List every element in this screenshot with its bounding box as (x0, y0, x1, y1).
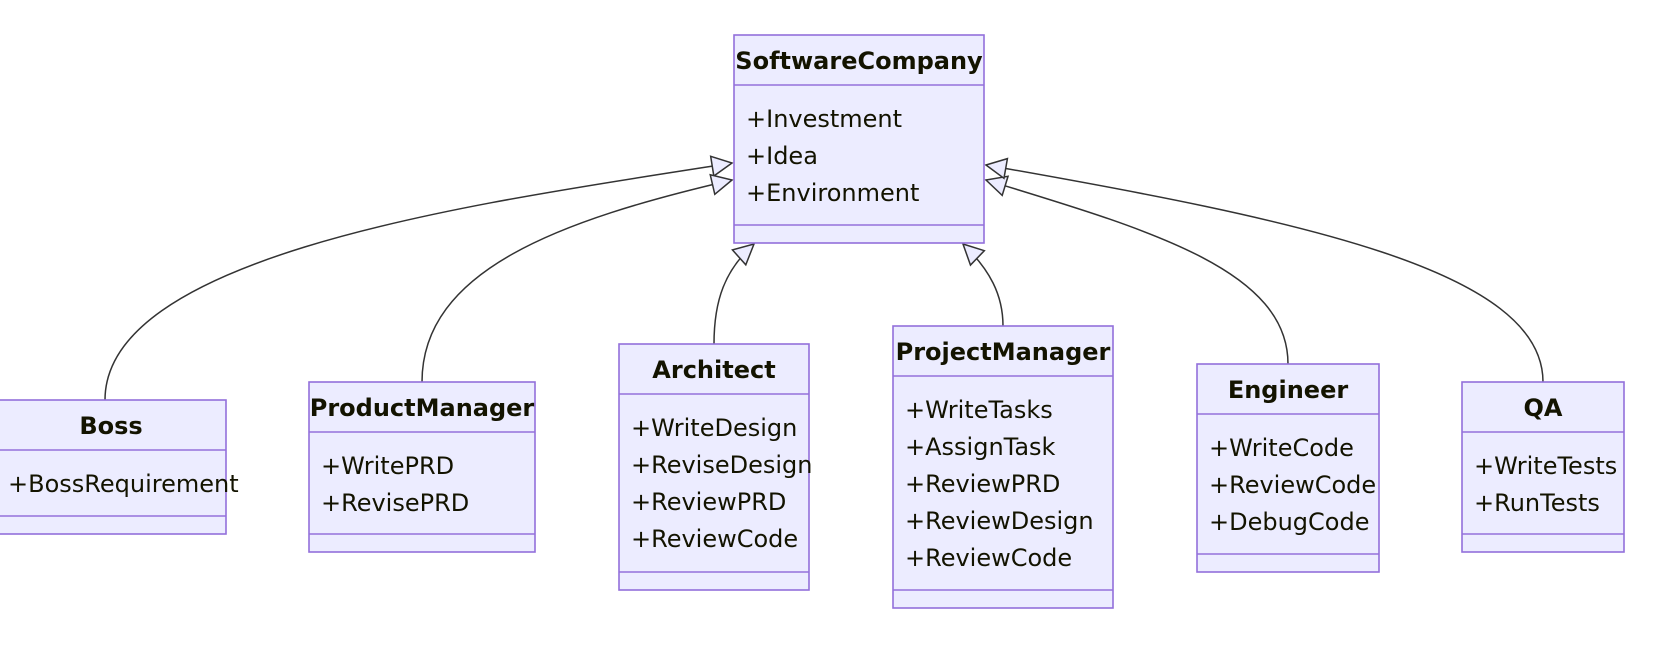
class-name: ProjectManager (896, 338, 1111, 366)
inheritance-edge-productmanager (421, 179, 733, 383)
class-member: +DebugCode (1209, 508, 1369, 536)
inheritance-edges (104, 155, 1544, 401)
class-member: +ReviewDesign (905, 507, 1094, 535)
class-box (892, 325, 1114, 609)
inheritance-edge-engineer (985, 179, 1289, 365)
class-name: SoftwareCompany (735, 47, 983, 75)
class-member: +WriteCode (1209, 434, 1354, 462)
class-member: +WriteDesign (631, 414, 797, 442)
inheritance-arrowhead (984, 157, 1009, 180)
class-name: QA (1524, 394, 1563, 422)
class-member: +Investment (746, 105, 902, 133)
class-name: Architect (652, 356, 775, 384)
class-member: +WriteTasks (905, 396, 1053, 424)
inheritance-arrowhead (961, 242, 986, 267)
class-box (618, 343, 810, 591)
class-member: +ReviewCode (905, 544, 1072, 572)
class-productmanager: ProductManager +WritePRD +RevisePRD (308, 381, 536, 553)
class-member: +Environment (746, 179, 919, 207)
inheritance-arrowhead (709, 155, 734, 178)
class-softwarecompany: SoftwareCompany +Investment +Idea +Environm… (733, 34, 985, 244)
class-member: +ReviewCode (631, 525, 798, 553)
class-name: Boss (79, 412, 142, 440)
class-name: ProductManager (310, 394, 535, 422)
class-box (308, 381, 536, 553)
class-member: +RevisePRD (321, 489, 469, 517)
class-member: +WritePRD (321, 452, 454, 480)
inheritance-edge-qa (985, 164, 1544, 383)
class-member: +ReviewPRD (631, 488, 786, 516)
class-member: +WriteTests (1474, 452, 1617, 480)
class-member: +BossRequirement (8, 470, 239, 498)
class-member: +ReviseDesign (631, 451, 812, 479)
class-boss: Boss +BossRequirement (0, 399, 239, 535)
class-engineer: Engineer +WriteCode +ReviewCode +DebugCode (1196, 363, 1380, 573)
class-member: +ReviewCode (1209, 471, 1376, 499)
class-box (733, 34, 985, 244)
class-box (1196, 363, 1380, 573)
inheritance-arrowhead (984, 175, 1010, 197)
class-box (0, 399, 227, 535)
class-qa: QA +WriteTests +RunTests (1461, 381, 1625, 553)
inheritance-arrowhead (709, 173, 734, 196)
class-member: +Idea (746, 142, 818, 170)
class-member: +RunTests (1474, 489, 1600, 517)
class-name: Engineer (1228, 376, 1349, 404)
class-projectmanager: ProjectManager +WriteTasks +AssignTask +Rev… (892, 325, 1114, 609)
class-nodes: SoftwareCompany +Investment +Idea +Environm… (0, 34, 1625, 609)
inheritance-edge-boss (104, 162, 733, 401)
class-architect: Architect +WriteDesign +ReviseDesign +Revie… (618, 343, 812, 591)
class-member: +AssignTask (905, 433, 1056, 461)
class-box (1461, 381, 1625, 553)
inheritance-arrowhead (731, 242, 756, 267)
class-member: +ReviewPRD (905, 470, 1060, 498)
